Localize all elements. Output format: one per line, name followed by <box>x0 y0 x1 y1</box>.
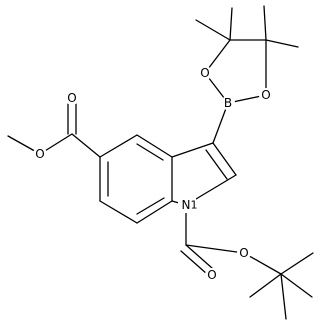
atom-label-o-boc-ether: O <box>239 246 248 260</box>
atom-label-boron: B <box>224 96 232 110</box>
atom-label-o-carbonyl-boc: O <box>207 268 216 282</box>
bond-c2-me-a <box>263 5 267 41</box>
atom-label-nitrogen: N <box>182 198 191 212</box>
bond-c7-c7a-double <box>136 197 165 215</box>
bond-ctert-me-d <box>249 273 282 298</box>
bond-ctert-me-b <box>280 273 313 298</box>
atom-o-top-right: O <box>259 88 273 102</box>
bond-c3-c2-double <box>205 149 228 180</box>
bond-c3a-c4 <box>136 134 173 158</box>
bond-c5-ester-c <box>71 133 101 158</box>
atom-o-carbonyl-boc: O <box>205 268 219 282</box>
bond-c2-me-b <box>265 39 299 48</box>
atom-label-layer: O O B O O N 1 <box>33 66 273 282</box>
bond-c1-me-b <box>229 7 233 41</box>
bond-c1-me-a <box>195 19 231 41</box>
atom-label-o-top-left: O <box>200 66 209 80</box>
bond-c3-c3a <box>171 142 214 158</box>
atom-label-o-top-right: O <box>261 88 270 102</box>
bond-c3-c2 <box>212 142 237 176</box>
atom-o-methoxy: O <box>33 147 47 161</box>
bond-c7-c7a <box>136 200 173 224</box>
atom-o-carbonyl-ester: O <box>65 91 79 105</box>
bond-boc-c-o-carbonyl <box>185 244 213 269</box>
bond-c3a-c4-double <box>136 143 164 161</box>
bond-ctert-me-c <box>280 273 287 320</box>
atom-label-nitrogen-locant: 1 <box>191 199 198 212</box>
bond-b-c3 <box>212 102 229 144</box>
bond-o-ether-ctert <box>243 252 282 275</box>
atom-nitrogen: N 1 <box>178 197 198 213</box>
atom-boron: B <box>221 96 235 110</box>
atom-label-o-carbonyl-ester: O <box>67 91 76 105</box>
bond-boc-c-o-carbonyl-double <box>180 250 208 275</box>
bond-boc-c-o-ether <box>185 244 245 254</box>
atom-label-o-methoxy: O <box>35 147 44 161</box>
bond-layer <box>7 5 314 320</box>
bond-ctert-me-a <box>280 252 314 275</box>
bond-c6-c7 <box>99 200 138 224</box>
bond-c4-c5 <box>99 134 138 158</box>
atom-o-top-left: O <box>198 66 212 80</box>
atom-o-boc-ether: O <box>237 246 251 260</box>
